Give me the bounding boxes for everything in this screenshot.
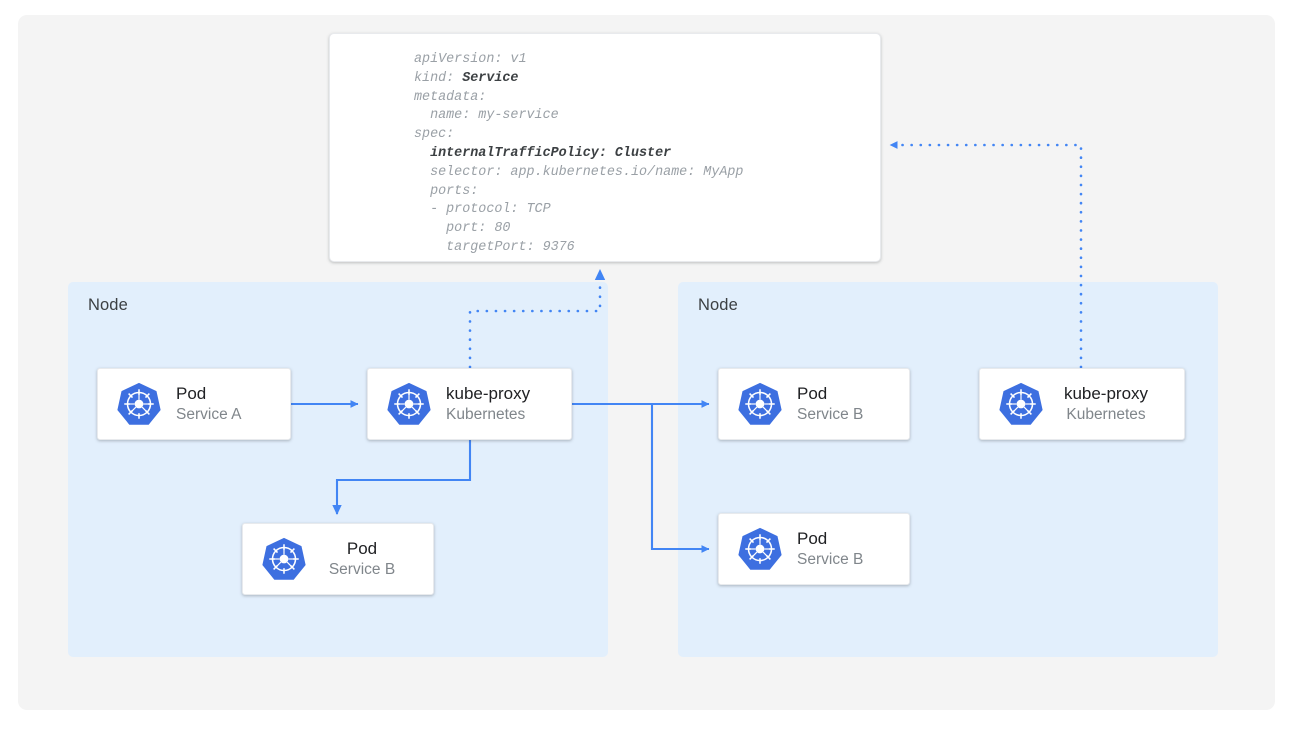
- card-subtitle: Service B: [328, 561, 396, 578]
- card-text: Pod Service B: [783, 383, 909, 426]
- kubernetes-logo-icon: [737, 381, 783, 427]
- card-title: Pod: [346, 538, 378, 558]
- service-yaml-card: apiVersion: v1 kind: Service metadata: n…: [329, 33, 881, 262]
- kubernetes-logo-icon: [261, 536, 307, 582]
- kubernetes-logo-icon: [116, 381, 162, 427]
- card-subtitle: Service B: [797, 551, 864, 568]
- card-title: Pod: [797, 383, 828, 403]
- node-label-left: Node: [88, 296, 128, 314]
- card-pod-service-b-right-node-top[interactable]: Pod Service B: [718, 368, 910, 440]
- card-subtitle: Service A: [176, 406, 242, 423]
- node-label-right: Node: [698, 296, 738, 314]
- card-subtitle: Service B: [797, 406, 864, 423]
- card-title: Pod: [797, 528, 828, 548]
- card-text: Pod Service A: [162, 383, 290, 426]
- card-text: Pod Service B: [783, 528, 909, 571]
- card-kube-proxy-left[interactable]: kube-proxy Kubernetes: [367, 368, 572, 440]
- node-container-left: Node: [68, 282, 608, 657]
- card-text: kube-proxy Kubernetes: [432, 383, 571, 426]
- card-subtitle: Kubernetes: [1066, 406, 1146, 423]
- card-pod-service-b-left-node[interactable]: Pod Service B: [242, 523, 434, 595]
- card-text: Pod Service B: [307, 538, 433, 581]
- kubernetes-logo-icon: [998, 381, 1044, 427]
- kubernetes-logo-icon: [737, 526, 783, 572]
- card-title: kube-proxy: [446, 383, 531, 403]
- service-yaml-code: apiVersion: v1 kind: Service metadata: n…: [414, 52, 744, 255]
- card-kube-proxy-right[interactable]: kube-proxy Kubernetes: [979, 368, 1185, 440]
- card-text: kube-proxy Kubernetes: [1044, 383, 1184, 426]
- kubernetes-logo-icon: [386, 381, 432, 427]
- card-subtitle: Kubernetes: [446, 406, 526, 423]
- node-container-right: Node: [678, 282, 1218, 657]
- card-title: kube-proxy: [1063, 383, 1149, 403]
- card-pod-service-b-right-node-bottom[interactable]: Pod Service B: [718, 513, 910, 585]
- card-pod-service-a[interactable]: Pod Service A: [97, 368, 291, 440]
- card-title: Pod: [176, 383, 207, 403]
